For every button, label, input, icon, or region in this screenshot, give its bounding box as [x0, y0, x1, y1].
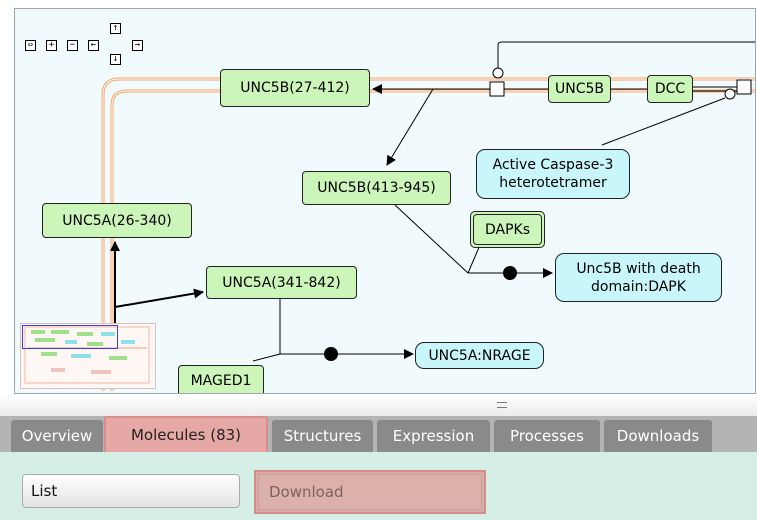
pan-up-button[interactable]: ↑ [110, 23, 121, 34]
node-label: DAPKs [473, 214, 542, 245]
node-label-line: heterotetramer [499, 175, 607, 191]
list-select-button[interactable]: List [22, 474, 240, 508]
node-label-line: Active Caspase-3 [492, 157, 614, 173]
tab-overview[interactable]: Overview [11, 420, 103, 452]
node-label-line: Unc5B with death [576, 260, 701, 277]
diagram-overview-thumbnail[interactable] [20, 323, 156, 389]
node-active-caspase-3[interactable]: Active Caspase-3 heterotetramer [476, 149, 630, 199]
node-unc5a-341-842[interactable]: UNC5A(341-842) [206, 266, 357, 299]
node-unc5b-413-945[interactable]: UNC5B(413-945) [302, 171, 451, 205]
thumbnail-viewport-rect[interactable] [22, 325, 118, 349]
pan-down-button[interactable]: ↓ [110, 54, 121, 65]
tab-downloads[interactable]: Downloads [604, 420, 712, 452]
node-maged1[interactable]: MAGED1 [178, 365, 264, 393]
catalyst-circle-right [724, 88, 736, 100]
reaction-dot-nrage [324, 347, 338, 361]
tab-structures[interactable]: Structures [272, 420, 373, 452]
pan-left-button[interactable]: ← [88, 40, 99, 51]
reaction-node-2 [736, 79, 752, 95]
zoom-in-button[interactable]: + [46, 40, 57, 51]
pan-right-button[interactable]: → [132, 40, 143, 51]
node-unc5b-dapk-complex[interactable]: Unc5B with death domain:DAPK [555, 253, 722, 302]
node-unc5b-27-412[interactable]: UNC5B(27-412) [220, 69, 370, 107]
node-dcc[interactable]: DCC [647, 75, 693, 103]
download-field[interactable]: Download [258, 474, 482, 510]
fit-diagram-button[interactable]: ⇔ [25, 40, 36, 51]
pathway-diagram-canvas[interactable]: ⇔ + − ← ↑ ↓ → UNC5B(27-412) UNC5B DCC Ac… [14, 8, 756, 394]
pathway-edges [101, 41, 755, 391]
tab-processes[interactable]: Processes [494, 420, 600, 452]
reaction-node-1 [489, 81, 505, 97]
node-label-line: domain:DAPK [591, 278, 686, 295]
splitter-grip-icon[interactable] [497, 402, 507, 408]
catalyst-circle-top [492, 67, 504, 79]
edge-top-reaction [497, 41, 755, 73]
node-unc5a-nrage[interactable]: UNC5A:NRAGE [415, 342, 544, 369]
node-unc5b[interactable]: UNC5B [548, 75, 611, 103]
tab-molecules[interactable]: Molecules (83) [104, 416, 268, 454]
zoom-out-button[interactable]: − [67, 40, 78, 51]
tab-expression[interactable]: Expression [377, 420, 490, 452]
node-dapks[interactable]: DAPKs [470, 211, 545, 248]
node-unc5a-26-340[interactable]: UNC5A(26-340) [42, 203, 192, 238]
panel-splitter[interactable] [0, 394, 757, 416]
reaction-dot-dapk [503, 266, 517, 280]
